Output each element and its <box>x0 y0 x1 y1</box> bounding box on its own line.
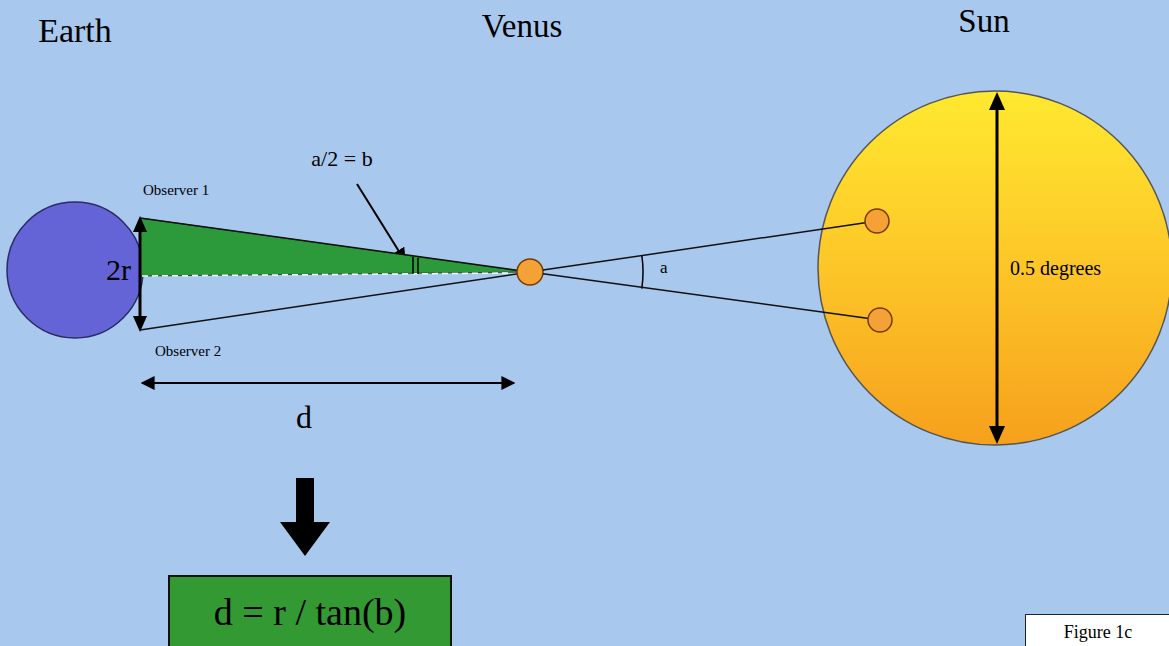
diameter-arrow <box>996 106 999 430</box>
sun-shape <box>818 91 1169 445</box>
arrow-head <box>989 92 1005 110</box>
angle-mark <box>412 257 414 274</box>
center-line <box>142 273 512 276</box>
planet-heading: Venus <box>482 8 563 44</box>
sight-line <box>543 274 880 320</box>
figure-caption: Figure 1c <box>1064 622 1132 643</box>
earth-shape <box>7 202 143 338</box>
angle-equation: a/2 = b <box>311 147 372 171</box>
sight-line <box>140 272 530 330</box>
distance-arrow <box>142 382 514 384</box>
angle-label: a <box>660 259 668 278</box>
observer-label: Observer 2 <box>155 343 221 360</box>
down-arrow <box>280 478 330 556</box>
arrow-head <box>133 316 147 332</box>
distance-label: d <box>296 400 312 435</box>
observer-label: Observer 1 <box>143 182 209 199</box>
node-text: d = r / tan(b) <box>214 591 406 635</box>
venus-shape <box>517 259 543 285</box>
pointer-arrow <box>357 184 405 261</box>
parallax-triangle <box>140 218 527 276</box>
formula-box: d = r / tan(b) <box>168 575 452 646</box>
planet-heading: Sun <box>958 3 1009 39</box>
angle-mark <box>417 258 419 274</box>
node-text: 0.5 degrees <box>1010 257 1101 280</box>
sun-circle: 0.5 degrees <box>818 91 1169 445</box>
arrow-head <box>989 426 1005 444</box>
diameter-arrow <box>139 230 142 318</box>
sight-line <box>543 221 877 270</box>
venus-projection <box>865 209 889 233</box>
figure-caption-box: Figure 1c <box>1025 614 1169 646</box>
venus-projection <box>868 308 892 332</box>
arrow-head <box>133 216 147 232</box>
earth-circle: 2r <box>7 202 143 338</box>
node-text: 2r <box>106 253 131 288</box>
angle-arc <box>642 255 643 288</box>
sight-line <box>140 218 530 272</box>
planet-heading: Earth <box>38 12 112 49</box>
